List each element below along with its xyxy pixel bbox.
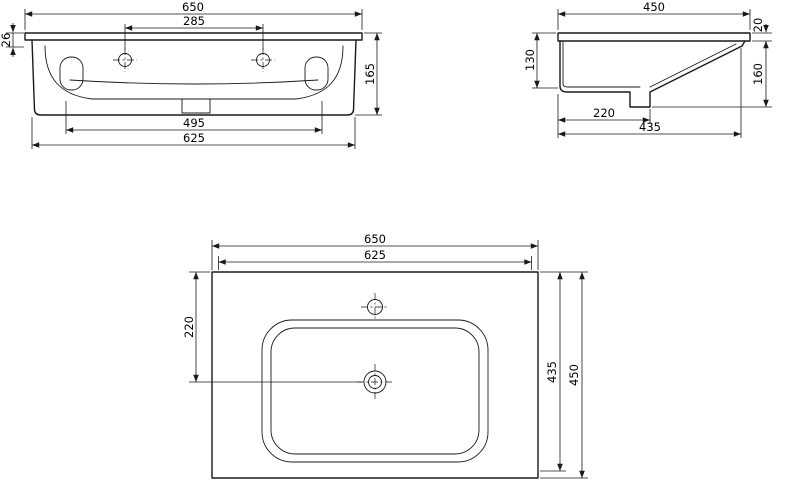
side-dim-depth-total: 450 (557, 0, 751, 30)
dim-label-top-drain-offset: 220 (182, 316, 196, 338)
dim-label-front-body-width: 625 (183, 131, 205, 145)
front-dim-width-total: 650 (24, 0, 363, 30)
drain-icon (357, 364, 393, 400)
dim-label-side-body-depth: 435 (639, 120, 661, 134)
side-dim-height: 160 (652, 41, 772, 108)
dim-label-front-rim-height: 26 (0, 33, 13, 48)
side-body-profile (559, 40, 746, 108)
dim-label-front-hole-spacing: 285 (183, 14, 205, 28)
dim-label-front-height-total: 165 (363, 63, 377, 85)
top-dim-body-depth: 435 (540, 271, 588, 472)
front-dim-bowl-width: 495 (65, 101, 323, 134)
dim-label-side-height: 160 (751, 63, 765, 85)
top-view-outline (211, 271, 539, 479)
top-dim-drain-offset: 220 (182, 271, 362, 383)
side-view: 450 20 160 130 220 (523, 0, 772, 138)
front-dim-height-total: 165 (355, 32, 382, 116)
side-rim (557, 32, 751, 42)
front-left-end-detail (59, 56, 84, 91)
dim-label-side-back-height: 130 (523, 49, 537, 71)
front-dim-rim-height: 26 (0, 23, 24, 57)
front-body (31, 39, 357, 116)
front-rim (24, 32, 363, 41)
dim-label-top-body-width: 625 (364, 248, 386, 262)
fixing-hole-icon (251, 48, 275, 72)
front-drain-outlet (181, 98, 211, 114)
side-dim-body-depth: 435 (558, 48, 742, 138)
dim-label-top-body-depth: 435 (545, 361, 559, 383)
dim-label-top-depth-total: 450 (567, 364, 581, 386)
side-dim-back-height: 130 (523, 32, 558, 89)
front-bowl-contour (44, 45, 344, 100)
front-bowl-bottom-edge (69, 79, 319, 85)
side-view-outline (557, 32, 751, 108)
fixing-hole-icon (113, 48, 137, 72)
front-right-end-detail (304, 56, 329, 91)
top-view: 650 625 220 435 450 (182, 232, 588, 479)
front-view: 650 285 26 165 (0, 0, 382, 149)
top-basin-inner (270, 327, 480, 455)
front-dim-body-width: 625 (31, 117, 356, 149)
side-dim-rim-thickness: 20 (751, 18, 772, 42)
dim-label-front-bowl-width: 495 (183, 116, 205, 130)
side-dim-drain-offset: 220 (557, 94, 651, 138)
dim-label-side-drain-offset: 220 (593, 106, 615, 120)
top-dim-body-width: 625 (218, 248, 532, 270)
top-dim-width-total: 650 (211, 232, 539, 270)
top-dim-depth-total: 450 (540, 272, 588, 479)
top-countertop (211, 271, 539, 479)
front-dim-hole-spacing: 285 (124, 14, 264, 50)
faucet-hole-icon (361, 293, 389, 321)
dim-label-top-width-total: 650 (364, 232, 386, 246)
dim-label-side-depth-total: 450 (643, 0, 665, 14)
top-basin-outer (261, 319, 489, 463)
dim-label-side-rim-thickness: 20 (751, 18, 765, 33)
side-inner-slope (649, 43, 737, 88)
dim-label-front-width-total: 650 (182, 0, 204, 14)
front-view-outline (24, 32, 363, 116)
side-inner-wall (562, 40, 641, 88)
